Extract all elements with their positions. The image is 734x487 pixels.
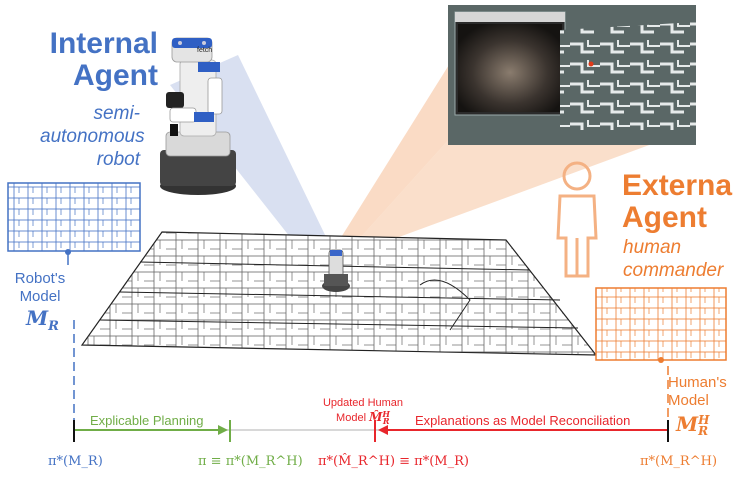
external-agent-title: External Agent — [622, 169, 734, 234]
human-model-map — [595, 287, 727, 361]
internal-agent-title: Internal Agent — [49, 27, 158, 92]
camera-and-map-screenshot — [448, 5, 696, 145]
human-model-label: Human's Model — [668, 374, 727, 409]
explicable-planning-label: Explicable Planning — [90, 413, 204, 428]
external-agent-subtitle: human commander — [623, 237, 724, 281]
robot-model-label: Robot's Model — [14, 270, 66, 305]
fetch-robot-image — [160, 37, 236, 195]
reconciliation-label: Explanations as Model Reconciliation — [415, 413, 631, 428]
human-commander-icon — [556, 161, 598, 278]
pi-updated-formula: π*(M̂_R^H) ≡ π*(M_R) — [318, 454, 469, 469]
robot-brand-label: fetch — [197, 47, 213, 54]
small-robot-icon — [322, 249, 350, 292]
robot-model-symbol: MR — [26, 306, 59, 334]
pi-human-formula: π*(M_R^H) — [640, 454, 718, 469]
internal-agent-subtitle: semi- autonomous robot — [40, 103, 145, 170]
pi-explicable-formula: π ≡ π*(M_R^H) — [198, 454, 303, 469]
pi-robot-formula: π*(M_R) — [48, 454, 103, 469]
robot-model-map — [7, 182, 141, 252]
